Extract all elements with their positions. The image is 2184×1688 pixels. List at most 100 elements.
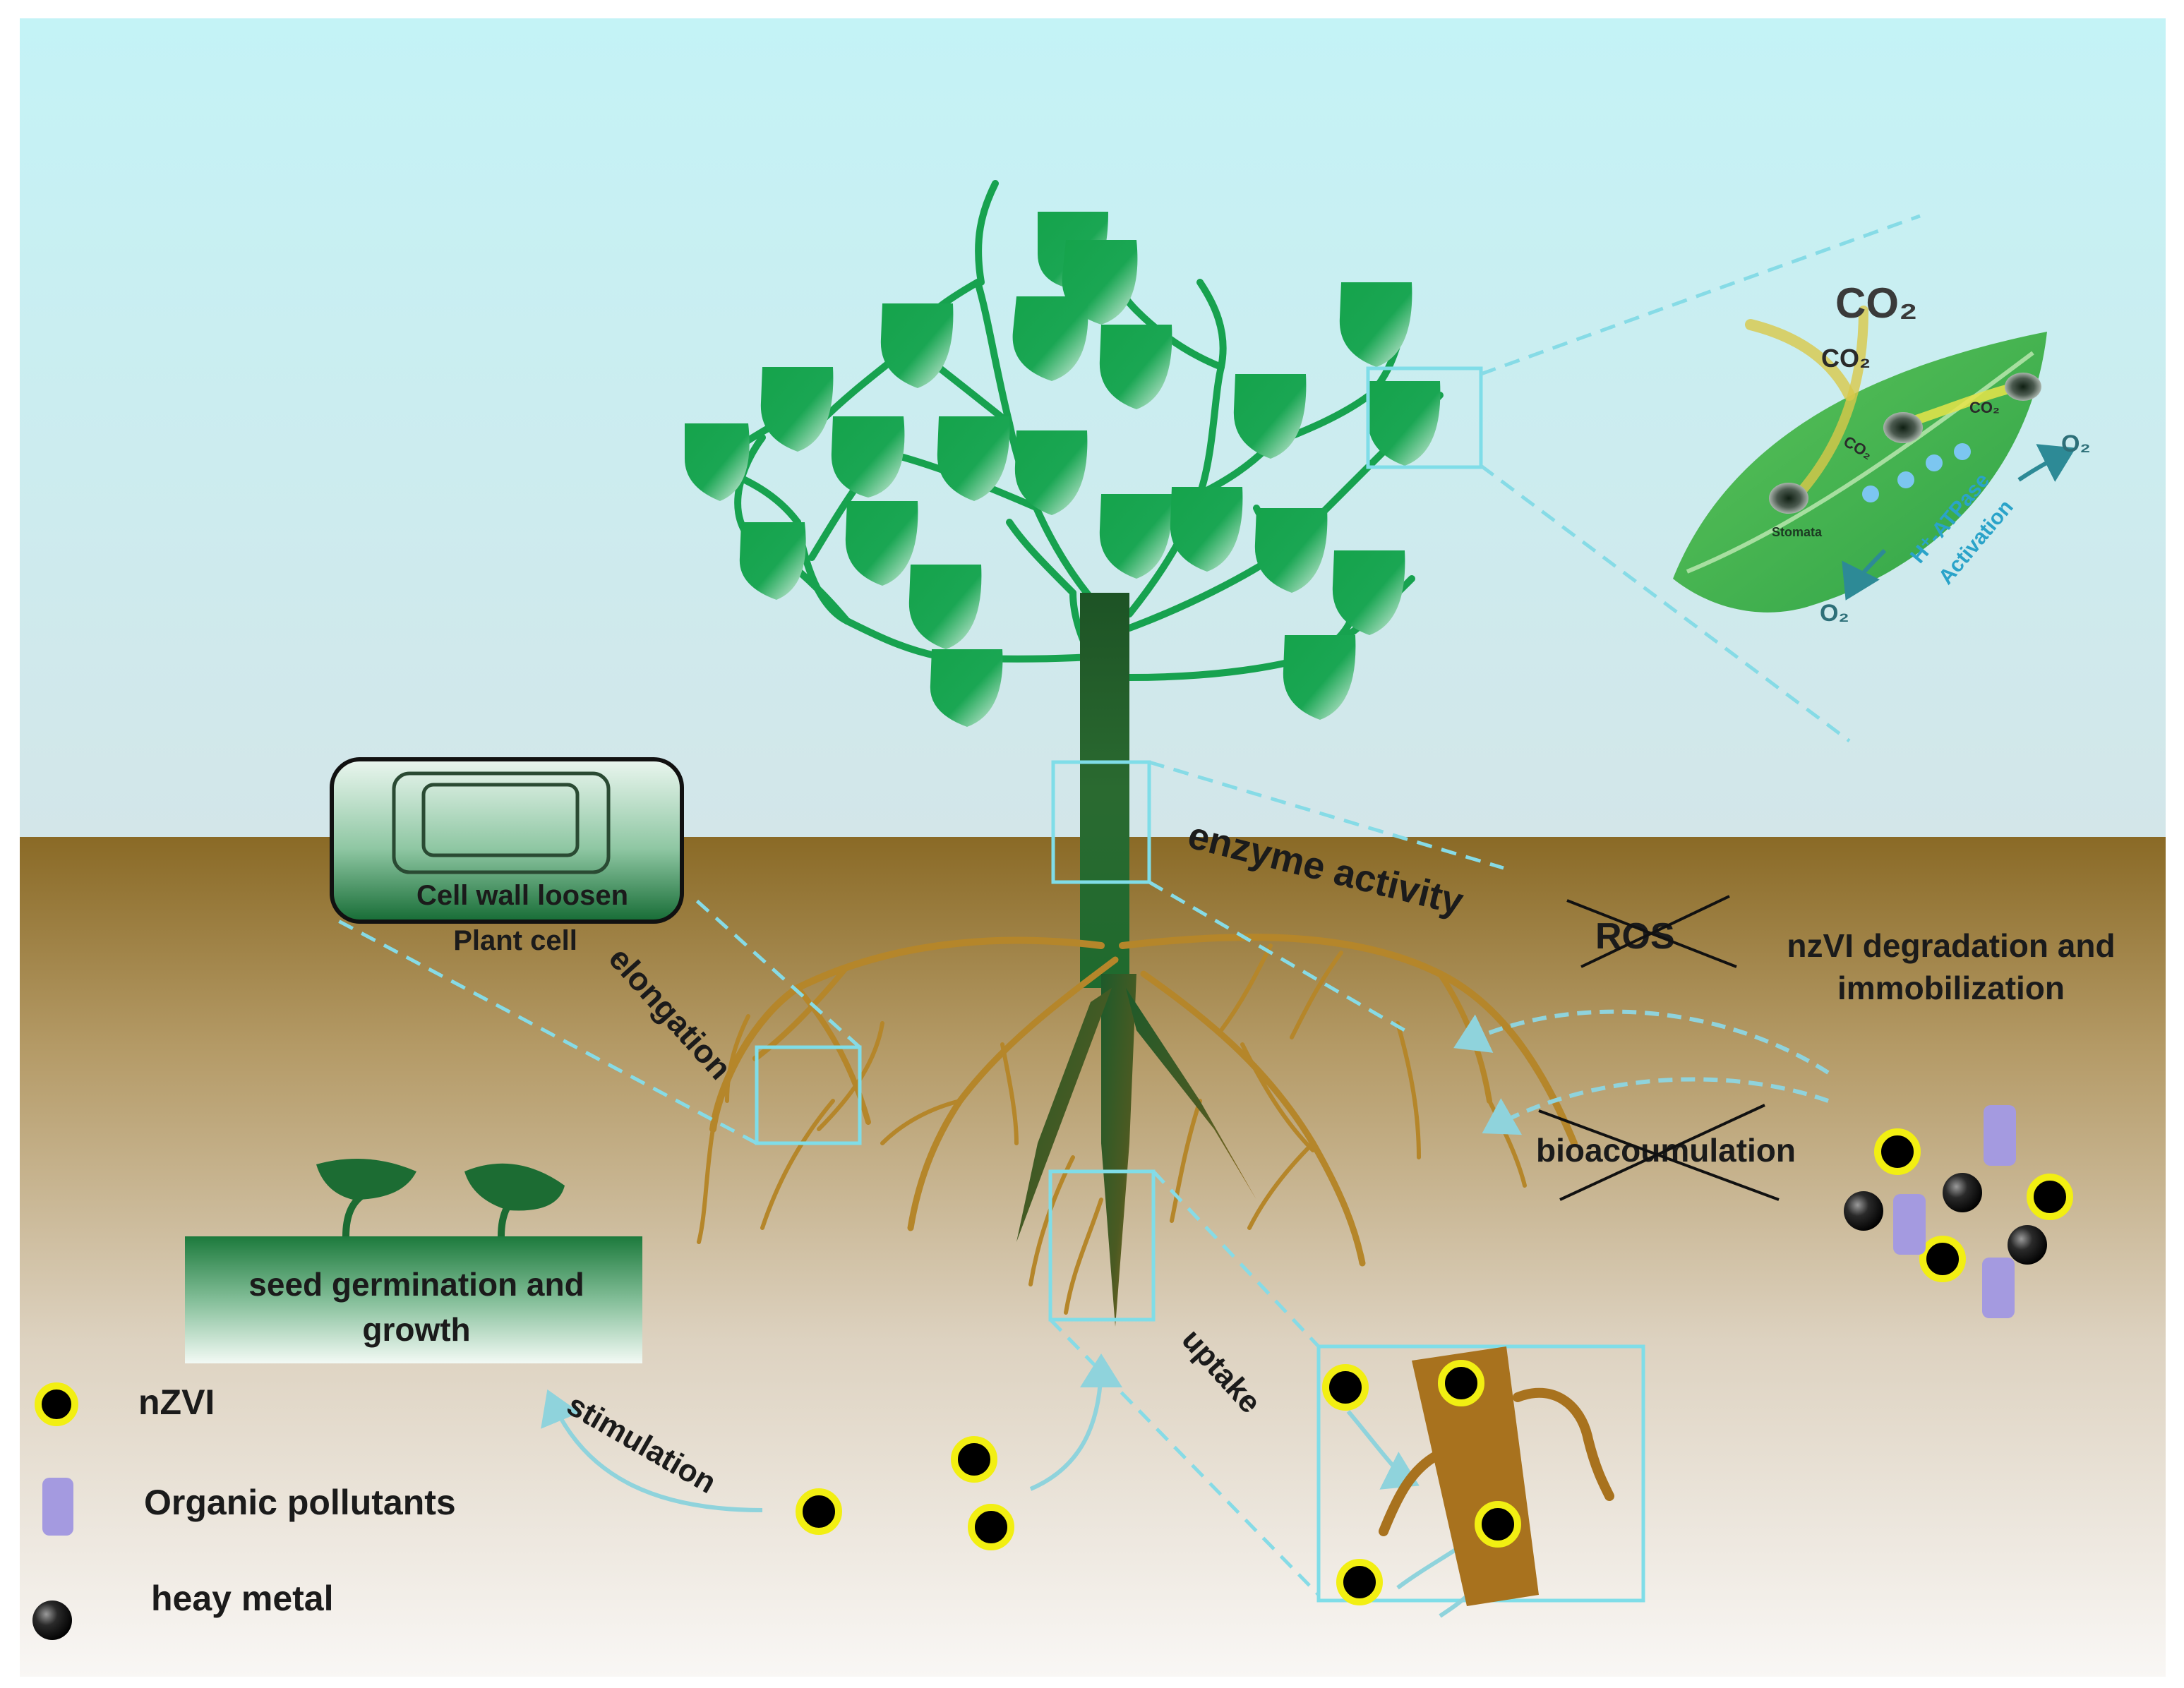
particle-cluster bbox=[1844, 1105, 2073, 1318]
atpase-dot bbox=[1926, 454, 1943, 471]
o2-arrow bbox=[2017, 444, 2076, 482]
seedbed bbox=[185, 1236, 642, 1363]
root-highlight-box bbox=[755, 1045, 862, 1145]
co2-flow-arrow bbox=[1781, 306, 1868, 513]
stoma bbox=[1769, 483, 1808, 514]
ros-cross-mark bbox=[1566, 895, 1737, 968]
leaf bbox=[1014, 430, 1088, 515]
tree-roots bbox=[697, 934, 1578, 1315]
leaf bbox=[685, 423, 750, 501]
uptake-arrow bbox=[1029, 1354, 1122, 1491]
o2-label: O₂ bbox=[2061, 430, 2091, 457]
root-hair bbox=[1379, 1449, 1445, 1536]
plant-cell-diagram bbox=[330, 757, 684, 924]
degradation-label-line2: immobilization bbox=[1837, 970, 2065, 1006]
stoma bbox=[2005, 373, 2041, 401]
taproot bbox=[1016, 988, 1112, 1242]
stimulation-arrow bbox=[541, 1389, 763, 1512]
leaf bbox=[1099, 494, 1172, 579]
nzvi-particle bbox=[796, 1488, 842, 1535]
co2-flow-arrow bbox=[1901, 383, 2017, 428]
leaf bbox=[760, 367, 834, 452]
cell-wall-label: Cell wall loosen bbox=[416, 880, 628, 911]
organic-pollutant bbox=[1984, 1105, 2016, 1166]
degradation-arrow bbox=[1453, 1009, 1830, 1075]
legend: nZVI Organic pollutants heay metal bbox=[32, 1382, 456, 1640]
nzvi-particle bbox=[968, 1504, 1014, 1550]
leaf bbox=[1099, 325, 1172, 409]
leaf bbox=[1012, 296, 1088, 381]
heavy-metal-particle bbox=[1943, 1173, 1982, 1212]
leaf bbox=[1367, 381, 1441, 466]
leaf bbox=[937, 416, 1010, 501]
ros-label: ROS bbox=[1595, 916, 1675, 957]
organic-pollutant bbox=[1982, 1258, 2015, 1318]
bioaccumulation-cross-mark bbox=[1538, 1104, 1780, 1201]
nzvi-particle bbox=[1336, 1559, 1383, 1605]
co2-big-label: CO₂ bbox=[1835, 279, 1918, 327]
nzvi-particle bbox=[1322, 1364, 1369, 1411]
taproot-highlight-box bbox=[1048, 1169, 1156, 1322]
seed-germination-label-line2: growth bbox=[362, 1311, 470, 1348]
highlight-boxes bbox=[755, 366, 1645, 1603]
legend-label-heavy-metal: heay metal bbox=[151, 1579, 333, 1618]
bioaccumulation-arrow bbox=[1482, 1077, 1830, 1135]
o2-arrow bbox=[1842, 548, 1887, 601]
atpase-dot bbox=[1954, 443, 1971, 460]
co2-label: CO₂ bbox=[1969, 399, 2000, 416]
leaf bbox=[880, 303, 954, 388]
cell-wall-outer bbox=[330, 757, 684, 924]
leaf bbox=[908, 565, 982, 649]
o2-label: O₂ bbox=[1820, 600, 1849, 627]
inset-leaf-midrib bbox=[1686, 351, 2034, 574]
leaf bbox=[1254, 508, 1328, 593]
legend-label-organic-pollutants: Organic pollutants bbox=[144, 1483, 456, 1522]
leaf-highlight-box bbox=[1366, 366, 1483, 469]
root-hair bbox=[1513, 1387, 1614, 1501]
leaf bbox=[739, 522, 806, 600]
organic-pollutant-icon bbox=[42, 1478, 73, 1536]
taproot bbox=[1101, 974, 1136, 1327]
seed-germination-label-line1: seed germination and bbox=[248, 1266, 584, 1303]
nzvi-particle bbox=[2027, 1174, 2073, 1220]
tree-trunk bbox=[1080, 593, 1129, 988]
cell-wall-inner bbox=[392, 771, 611, 874]
heavy-metal-particle bbox=[1844, 1191, 1883, 1231]
sprout-leaf bbox=[464, 1163, 565, 1211]
stem-highlight-box bbox=[1051, 760, 1151, 884]
sprout-leaf bbox=[316, 1159, 416, 1200]
nzvi-particle bbox=[951, 1436, 997, 1483]
leaf bbox=[930, 649, 1003, 727]
leaf bbox=[1339, 282, 1412, 367]
plant-cell-label: Plant cell bbox=[453, 925, 577, 956]
leaf bbox=[1233, 374, 1307, 459]
leaf bbox=[1283, 635, 1356, 720]
leaf bbox=[1332, 550, 1405, 635]
leaf bbox=[831, 416, 905, 498]
atpase-dot bbox=[1862, 486, 1879, 502]
tree-leaves bbox=[685, 212, 1441, 727]
legend-label-nzvi: nZVI bbox=[138, 1382, 215, 1422]
heavy-metal-particle bbox=[2008, 1225, 2047, 1265]
nzvi-particle bbox=[1475, 1501, 1521, 1548]
co2-label: CO₂ bbox=[1821, 344, 1871, 373]
leaf bbox=[845, 501, 918, 586]
co2-flow-arrow bbox=[1745, 319, 1855, 401]
stomata-label: Stomata bbox=[1772, 525, 1823, 539]
seed-germination-diagram bbox=[185, 1159, 642, 1363]
nzvi-particle-icon bbox=[35, 1382, 78, 1426]
nzvi-particle bbox=[1919, 1236, 1966, 1282]
leaf-photosynthesis-inset bbox=[1673, 306, 2076, 613]
connector-lines bbox=[330, 214, 1921, 1596]
heavy-metal-icon bbox=[32, 1600, 72, 1640]
taproot bbox=[1126, 988, 1256, 1200]
degradation-label-line1: nzVI degradation and bbox=[1787, 927, 2115, 964]
uptake-inset bbox=[1322, 1346, 1614, 1606]
cell-nucleus bbox=[421, 783, 580, 857]
nzvi-particle bbox=[1874, 1128, 1921, 1175]
leaf bbox=[1170, 487, 1243, 572]
nzvi-particle bbox=[1438, 1360, 1484, 1406]
atpase-dot bbox=[1897, 471, 1914, 488]
